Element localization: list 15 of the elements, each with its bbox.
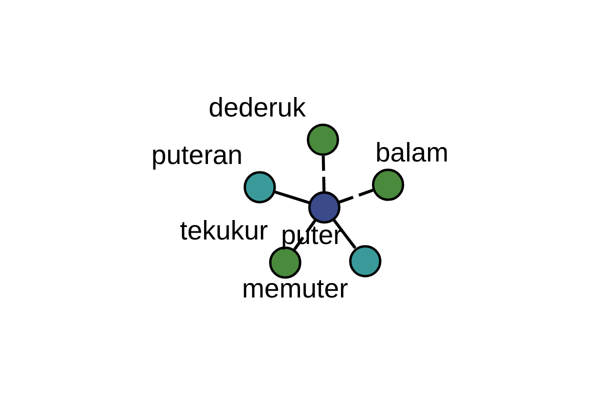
node-circle bbox=[306, 123, 340, 156]
node-circle bbox=[308, 190, 340, 224]
connector bbox=[332, 218, 356, 248]
node-label: dederuk bbox=[208, 92, 306, 122]
connector bbox=[322, 154, 326, 192]
node-circle bbox=[349, 244, 382, 277]
connector bbox=[274, 190, 310, 204]
node-circle bbox=[244, 170, 276, 203]
connector bbox=[338, 188, 374, 204]
node-label: memuter bbox=[242, 273, 348, 304]
connector bbox=[293, 218, 316, 250]
node-circle bbox=[372, 168, 404, 200]
node-label: balam bbox=[375, 136, 449, 167]
node-label: puteran bbox=[151, 139, 243, 170]
node-label: tekukur bbox=[180, 214, 268, 245]
